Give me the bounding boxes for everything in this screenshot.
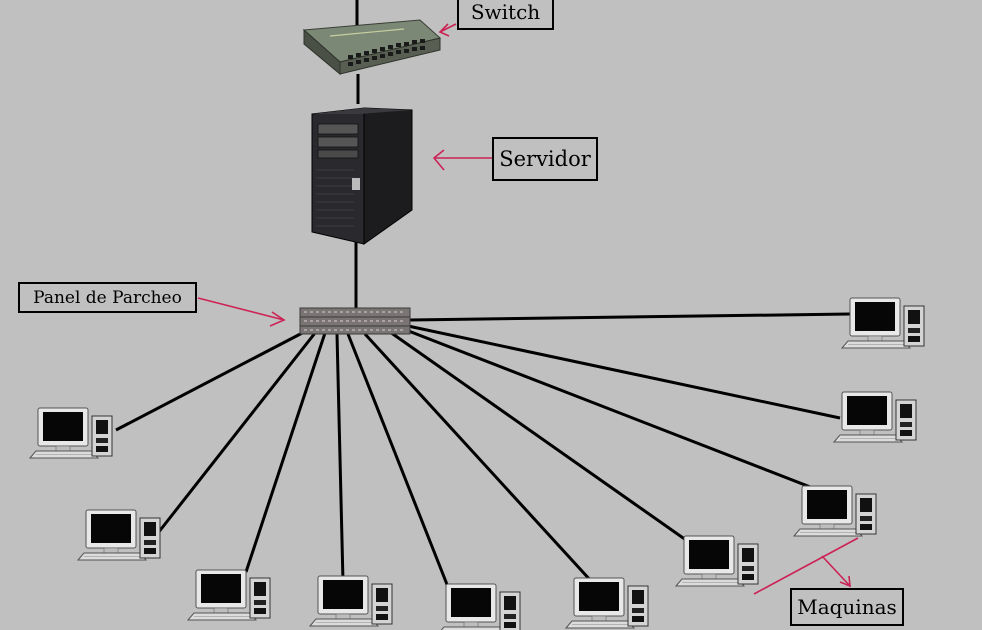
arrow-to-patch-panel (197, 297, 286, 327)
cable-pc (156, 332, 317, 534)
patch-panel-icon (299, 307, 411, 335)
server-label: Servidor (492, 137, 598, 181)
cable-pc (389, 330, 687, 542)
desktop-computer-icon (841, 297, 925, 349)
machines-label: Maquinas (790, 588, 904, 626)
server-tower-icon (311, 107, 413, 245)
switch-label: Switch (457, 0, 554, 30)
arrow-to-switch (438, 23, 457, 37)
desktop-computer-icon (675, 535, 759, 587)
arrow-to-machines (753, 537, 859, 595)
cable-pc (335, 333, 345, 583)
arrow-to-server (432, 149, 492, 171)
pointer-arrows (197, 23, 859, 595)
desktop-computer-icon (565, 577, 649, 629)
cables (115, 0, 851, 593)
cable-pc (363, 332, 594, 584)
patch-panel-label: Panel de Parcheo (18, 282, 197, 313)
desktop-computer-icon (29, 407, 113, 459)
cable-pc (405, 328, 819, 492)
workstations (29, 297, 925, 630)
cable-pc (115, 328, 309, 432)
cable-pc (346, 333, 452, 593)
desktop-computer-icon (793, 485, 877, 537)
cable-pc (244, 332, 327, 573)
desktop-computer-icon (833, 391, 917, 443)
desktop-computer-icon (309, 575, 393, 627)
desktop-computer-icon (437, 583, 521, 630)
desktop-computer-icon (77, 509, 161, 561)
cable-pc (409, 312, 851, 322)
desktop-computer-icon (187, 569, 271, 621)
cable-pc (407, 324, 841, 420)
switch-icon (302, 19, 442, 76)
